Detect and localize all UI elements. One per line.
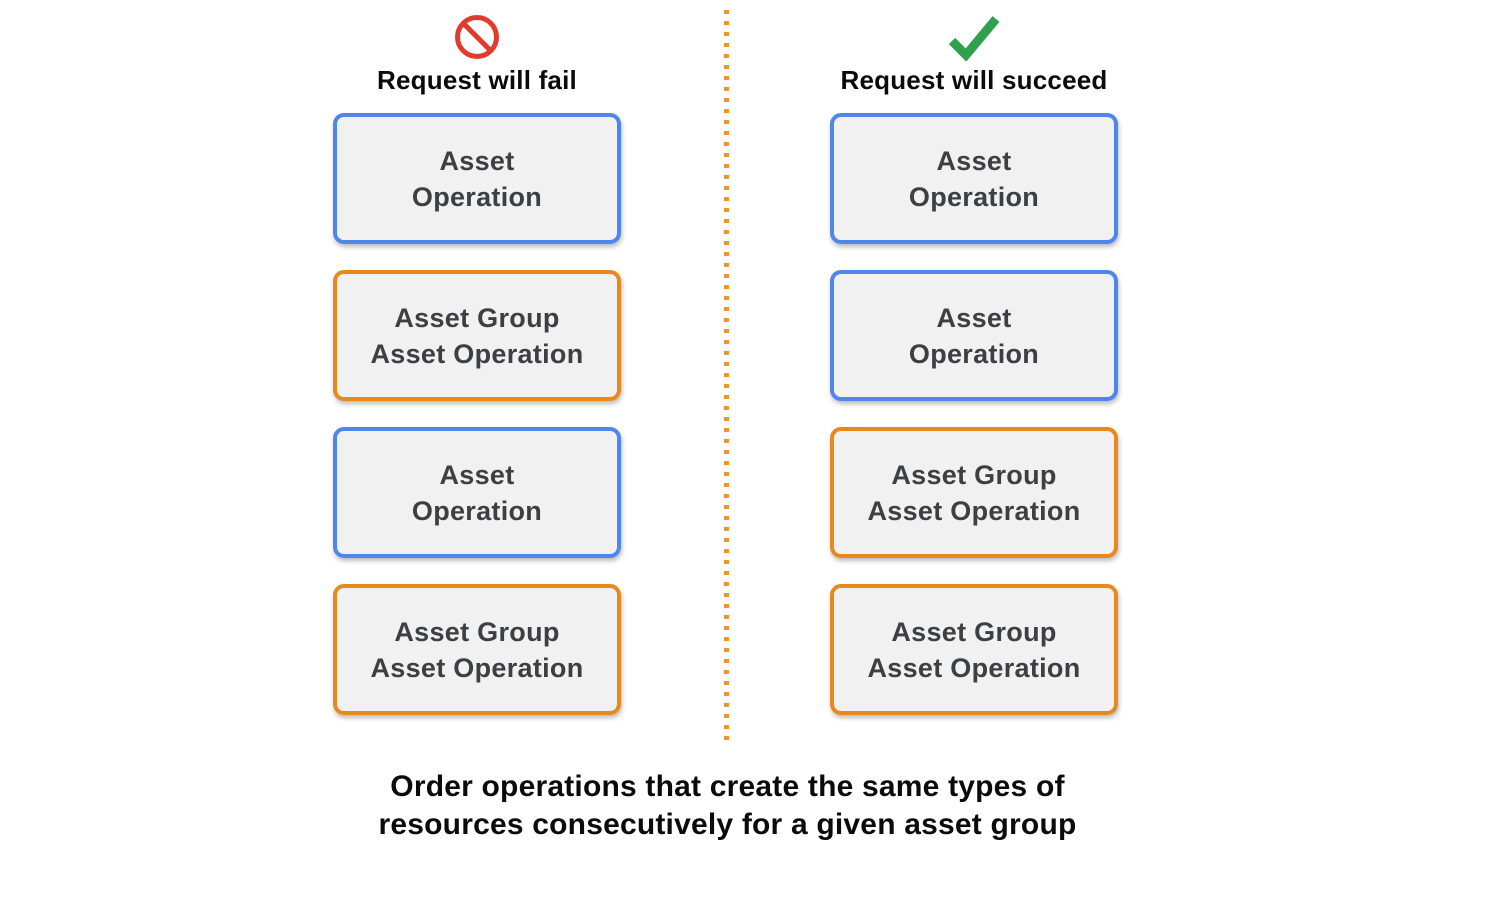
operation-box: Asset Operation (333, 113, 621, 244)
operation-box: Asset Group Asset Operation (830, 584, 1118, 715)
prohibition-icon (333, 10, 621, 64)
operation-box-label: Asset Group Asset Operation (867, 459, 1081, 526)
operation-box-label: Asset Group Asset Operation (370, 302, 584, 369)
dotted-divider (724, 10, 729, 741)
operation-box: Asset Group Asset Operation (333, 270, 621, 401)
operation-box-label: Asset Operation (908, 302, 1040, 369)
succeed-heading: Request will succeed (840, 65, 1108, 95)
operation-box-label: Asset Group Asset Operation (370, 616, 584, 683)
operation-box-label: Asset Operation (411, 145, 543, 212)
fail-heading: Request will fail (377, 65, 577, 95)
fail-boxes: Asset Operation Asset Group Asset Operat… (333, 113, 621, 715)
operation-box-label: Asset Operation (411, 459, 543, 526)
checkmark-icon (830, 10, 1118, 64)
operation-box-label: Asset Operation (908, 145, 1040, 212)
diagram-caption: Order operations that create the same ty… (378, 770, 1077, 841)
operation-box: Asset Operation (830, 113, 1118, 244)
fail-column: Request will fail Asset Operation Asset … (333, 10, 621, 715)
succeed-column: Request will succeed Asset Operation Ass… (830, 10, 1118, 715)
succeed-boxes: Asset Operation Asset Operation Asset Gr… (830, 113, 1118, 715)
operation-box: Asset Operation (333, 427, 621, 558)
operation-box: Asset Group Asset Operation (333, 584, 621, 715)
operation-box: Asset Group Asset Operation (830, 427, 1118, 558)
operation-box-label: Asset Group Asset Operation (867, 616, 1081, 683)
operation-box: Asset Operation (830, 270, 1118, 401)
